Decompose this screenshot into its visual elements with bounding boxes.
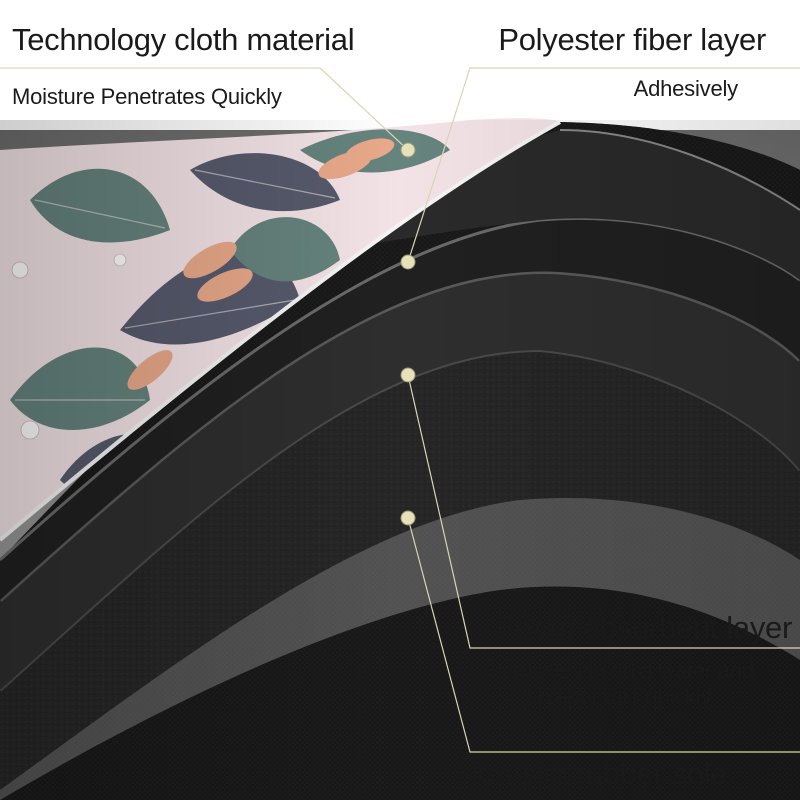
leader-line-foam — [407, 374, 800, 649]
fiber-layer-title: Polyester fiber layer — [498, 22, 766, 57]
sole-layer-title: Non-slip rubber sole — [456, 756, 728, 791]
marker-dot-foam — [400, 367, 416, 383]
cloth-layer-title: Technology cloth material — [12, 22, 355, 57]
marker-dots — [400, 142, 416, 526]
leader-line-sole — [407, 517, 800, 753]
leader-line-fiber — [407, 67, 800, 263]
foam-layer-title: Foam absorbent layer — [496, 610, 792, 645]
cloth-layer-description: Moisture Penetrates Quickly — [12, 84, 282, 109]
marker-dot-sole — [400, 510, 416, 526]
marker-dot-cloth — [400, 142, 416, 158]
leader-lines — [0, 67, 800, 753]
marker-dot-fiber — [400, 254, 416, 270]
foam-layer-description-line2: evaporates quickly — [532, 684, 712, 709]
leader-line-cloth — [319, 67, 409, 151]
foam-layer-description-line1: Instantly absorbs water and — [490, 658, 754, 683]
fiber-layer-description: Adhesively — [633, 76, 739, 101]
